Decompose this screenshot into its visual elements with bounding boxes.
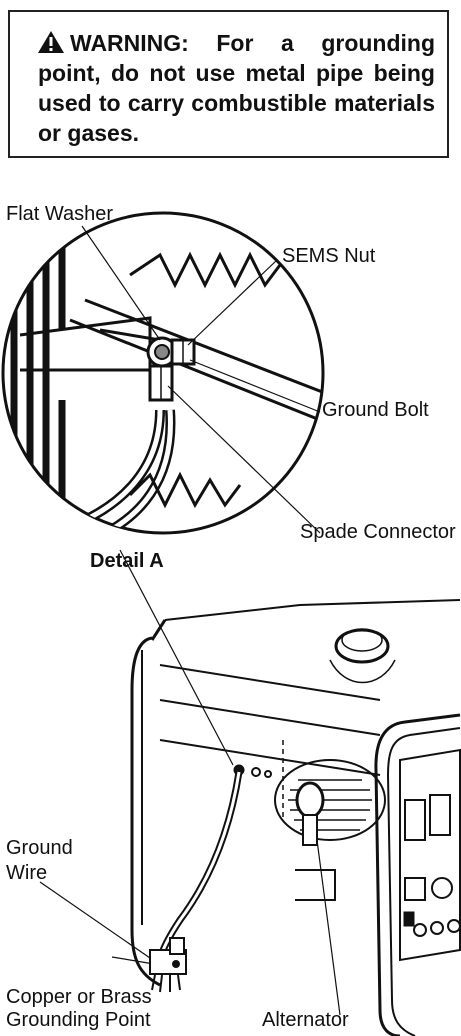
label-sems-nut: SEMS Nut — [282, 245, 376, 267]
label-ground-bolt: Ground Bolt — [322, 399, 429, 421]
warning-text: WARNING: For a grounding point, do not u… — [38, 30, 435, 146]
detail-a-magnified-view — [1, 211, 325, 535]
label-ground-wire-line1: Ground — [6, 837, 73, 859]
warning-box: WARNING: For a grounding point, do not u… — [8, 10, 449, 158]
warning-triangle-icon — [38, 31, 64, 53]
label-alternator: Alternator — [262, 1009, 349, 1031]
label-spade-connector: Spade Connector — [300, 521, 456, 543]
grounding-point-clamp — [149, 937, 187, 993]
label-grounding-point-line1: Copper or Brass — [6, 986, 152, 1008]
ground-wire — [156, 771, 243, 961]
label-grounding-point-line2: Grounding Point — [6, 1009, 151, 1031]
label-ground-wire-line2: Wire — [6, 862, 48, 884]
label-detail-a: Detail A — [90, 550, 164, 572]
generator-body — [130, 599, 461, 1036]
label-flat-washer: Flat Washer — [6, 203, 114, 225]
